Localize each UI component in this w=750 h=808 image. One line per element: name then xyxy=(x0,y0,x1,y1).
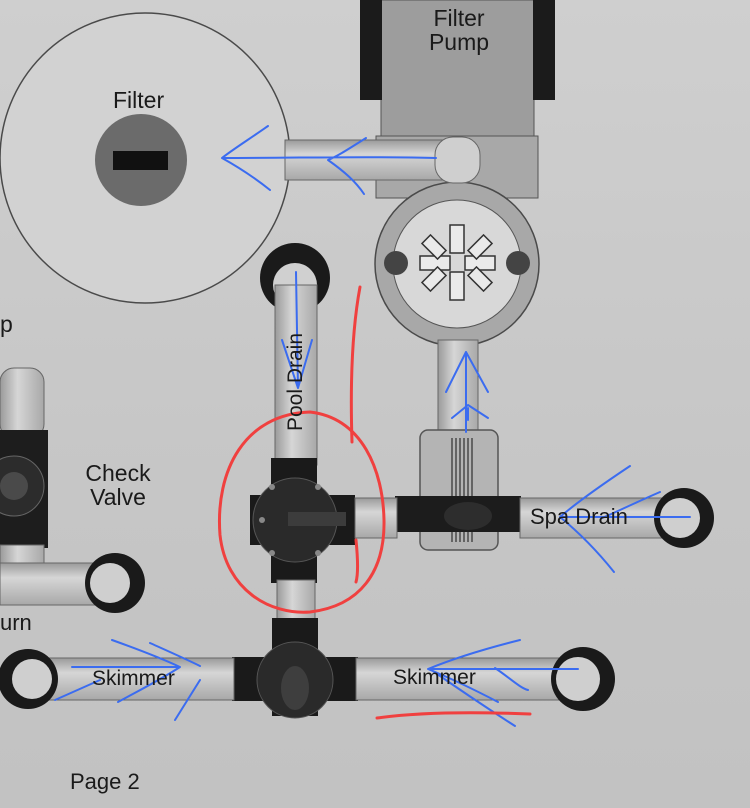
arrow-pool-drain xyxy=(281,271,313,389)
filter-port-slot xyxy=(113,151,168,170)
spa-valve-handle xyxy=(444,502,492,530)
check-valve-pipe-top xyxy=(0,367,45,439)
pipe-pump-inlet xyxy=(437,339,479,436)
spa-drain-label: Spa Drain xyxy=(530,504,628,529)
check-valve-label-line1: Check xyxy=(85,460,151,486)
filter-pump-label-line1: Filter xyxy=(433,5,485,31)
flow-arrows xyxy=(54,125,691,727)
arrow-spa-drain xyxy=(559,465,691,573)
filter-pump-label: Filter Pump xyxy=(424,6,494,54)
skimmer-valve-handle xyxy=(281,666,309,710)
check-valve-label-line2: Valve xyxy=(90,484,146,511)
skimmer-right-elbow-inner xyxy=(556,657,600,701)
pump-bolt-left xyxy=(384,251,408,275)
pump-impeller xyxy=(419,224,496,301)
return-partial-label: urn xyxy=(0,610,32,635)
elbow-pump-outlet xyxy=(434,136,481,184)
pool-valve-handle xyxy=(288,512,346,526)
arrow-to-filter xyxy=(221,125,437,195)
pool-drain-label: Pool Drain xyxy=(283,332,307,432)
arrow-pump-inlet xyxy=(445,351,489,433)
filter-label: Filter xyxy=(113,87,165,113)
red-circle-pool-valve xyxy=(217,410,386,614)
skimmer-right-label: Skimmer xyxy=(393,666,476,689)
pipe-skimmer-right xyxy=(355,657,587,701)
arrow-skimmer-right xyxy=(427,639,579,727)
return-elbow-inner xyxy=(90,563,130,603)
pipe-valve-connector xyxy=(354,497,398,539)
pump-motor-band-right xyxy=(533,0,555,100)
pump-impeller-face xyxy=(392,199,522,329)
pump-motor-band-left xyxy=(360,0,382,100)
highlight-marks xyxy=(217,285,532,720)
skimmer-left-label: Skimmer xyxy=(92,667,175,690)
pump-motor-body xyxy=(380,0,535,141)
pipe-to-skimmer-valve xyxy=(276,579,316,621)
red-vertical-mark xyxy=(349,285,362,584)
arrow-skimmer-left xyxy=(54,639,201,721)
red-underline-skimmer xyxy=(375,711,532,720)
pump-bolt-right xyxy=(506,251,530,275)
page-number: Page 2 xyxy=(70,769,140,794)
pipe-pump-to-filter xyxy=(284,139,464,181)
skimmer-left-elbow-inner xyxy=(12,659,52,699)
check-valve-label: Check Valve xyxy=(78,461,158,509)
filter-pump-label-line2: Pump xyxy=(428,29,490,56)
check-valve-center xyxy=(0,472,28,500)
pump-partial-label: p xyxy=(0,311,13,337)
